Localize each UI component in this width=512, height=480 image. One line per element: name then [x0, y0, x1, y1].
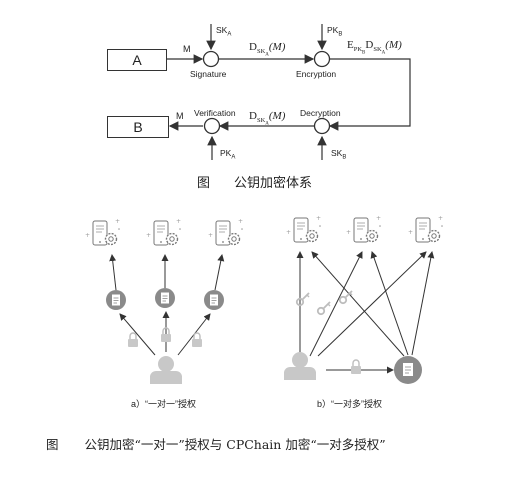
verification-node — [203, 117, 221, 135]
bottom-caption: 图公钥加密“一对一”授权与 CPChain 加密“一对多授权” — [46, 437, 386, 452]
box-a: A — [107, 49, 167, 71]
user-icon-a — [150, 356, 182, 384]
expr-d-ska-bottom: DSKA(M) — [249, 110, 286, 127]
label-encryption: Encryption — [296, 69, 337, 79]
device-icon-a3 — [207, 217, 244, 246]
key-icon-b2 — [316, 301, 331, 316]
box-b: B — [107, 116, 169, 138]
user-icon-b — [284, 352, 316, 380]
label-m-bottom: M — [176, 111, 184, 121]
device-icon-a2 — [145, 217, 182, 246]
label-verification: Verification — [194, 108, 236, 118]
document-icon-a3 — [203, 289, 225, 311]
arrow-a-doc1-up — [109, 254, 117, 291]
key-icon-b1 — [295, 292, 310, 307]
label-pka: PKA — [220, 148, 236, 161]
expr-d-ska-top: DSKA(M) — [249, 41, 286, 58]
label-decryption: Decryption — [300, 108, 341, 118]
arrow-b-doc-to-device3 — [411, 251, 435, 356]
signature-node — [202, 50, 220, 68]
expr-e-pkb-d-ska: EPKBDSKA(M) — [347, 39, 402, 56]
lock-icon-b — [350, 359, 362, 375]
lock-icon-a1 — [127, 332, 139, 348]
arrow-a-user-to-doc1 — [119, 313, 156, 356]
label-signature: Signature — [190, 69, 227, 79]
arrow-b-doc-to-device2 — [370, 251, 409, 356]
encryption-node — [313, 50, 331, 68]
device-icon-b3 — [407, 214, 444, 243]
document-icon-a1 — [105, 289, 127, 311]
subfig-label-a: a）“一对一”授权 — [131, 399, 196, 409]
label-m-top: M — [183, 44, 191, 54]
label-ska: SKA — [216, 25, 232, 38]
document-icon-a2 — [154, 287, 176, 309]
arrow-b-doc-to-device1 — [311, 251, 405, 357]
arrow-b-user-to-device3 — [317, 251, 427, 357]
top-caption: 图公钥加密体系 — [197, 176, 313, 191]
subfig-label-b: b）“一对多”授权 — [317, 399, 382, 409]
label-pkb: PKB — [327, 25, 343, 38]
lock-icon-a3 — [191, 332, 203, 348]
arrow-a-doc3-up — [214, 254, 225, 291]
arrow-encryption-to-decryption — [328, 58, 411, 131]
device-icon-b2 — [345, 214, 382, 243]
device-icon-a1 — [84, 217, 121, 246]
decryption-node — [313, 117, 331, 135]
arrow-b-user-to-device2 — [309, 251, 363, 357]
device-icon-b1 — [285, 214, 322, 243]
label-skb: SKB — [331, 148, 347, 161]
